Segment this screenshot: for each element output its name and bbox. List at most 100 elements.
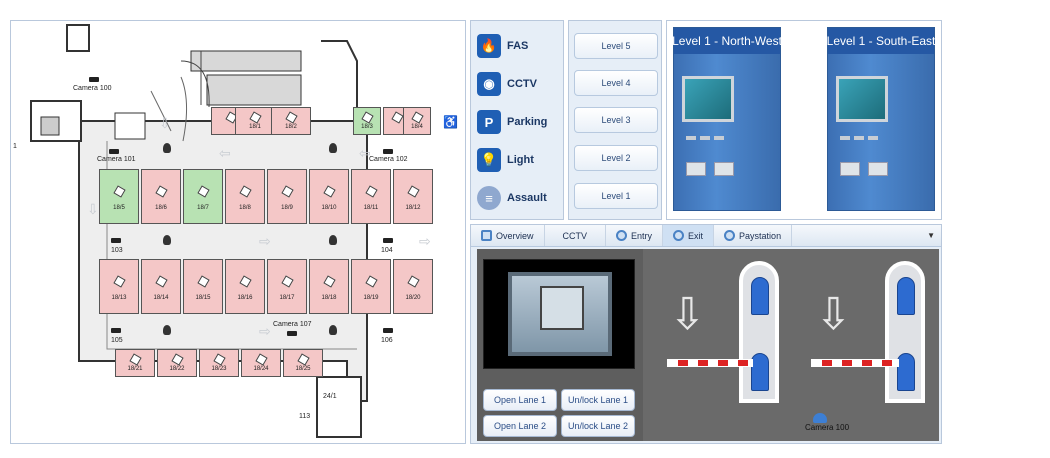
direction-arrow-icon: ⇩	[159, 115, 171, 131]
open-lane-2-button[interactable]: Open Lane 2	[483, 415, 557, 437]
accessible-parking-icon: ♿	[443, 115, 458, 129]
paystation-title: Level 1 - South-East	[827, 28, 935, 54]
camera-feed[interactable]	[483, 259, 635, 369]
light-bulb-icon[interactable]	[163, 235, 171, 245]
paystation-slot	[686, 136, 696, 140]
direction-arrow-icon: ⇨	[259, 233, 271, 249]
parking-slot[interactable]: 18/9	[267, 169, 307, 224]
scene-camera-label: Camera 100	[805, 423, 850, 432]
tab-exit[interactable]: Exit	[663, 225, 715, 246]
camera-icon[interactable]	[287, 331, 297, 336]
lane-106-label: 106	[381, 337, 393, 344]
lane-1-label: 1	[13, 143, 17, 150]
overview-icon	[481, 230, 492, 241]
parking-slot[interactable]: 18/24	[241, 349, 281, 377]
open-lane-1-button[interactable]: Open Lane 1	[483, 389, 557, 411]
exit-icon	[673, 230, 685, 241]
paystation-ticket-slot	[868, 162, 888, 176]
parking-slot[interactable]: 18/6	[141, 169, 181, 224]
camera-107-label[interactable]: Camera 107	[273, 321, 312, 328]
parking-slot[interactable]: 18/14	[141, 259, 181, 314]
parking-slot[interactable]: 18/1	[235, 107, 275, 135]
scene-camera[interactable]: Camera 100	[805, 413, 849, 432]
tab-dropdown-icon[interactable]: ▼	[927, 231, 935, 240]
paystation-slot	[700, 136, 710, 140]
system-parking-button[interactable]: P Parking	[477, 107, 561, 137]
barrier-gate-lane-1[interactable]	[667, 359, 753, 367]
lane-105-label: 105	[111, 337, 123, 344]
parking-slot[interactable]: 18/11	[351, 169, 391, 224]
parking-slot[interactable]: 18/2	[271, 107, 311, 135]
paystation-slot	[714, 136, 724, 140]
camera-icon[interactable]	[383, 149, 393, 154]
parking-slot[interactable]: 18/4	[403, 107, 431, 135]
unlock-lane-2-button[interactable]: Un/lock Lane 2	[561, 415, 635, 437]
light-bulb-icon[interactable]	[329, 143, 337, 153]
level-4-button[interactable]: Level 4	[574, 70, 658, 96]
levels-panel: Level 5 Level 4 Level 3 Level 2 Level 1	[568, 20, 662, 220]
system-assault-button[interactable]: ≡ Assault	[477, 183, 561, 213]
camera-100-label[interactable]: Camera 100	[73, 85, 112, 92]
paystation-slot	[868, 136, 878, 140]
barrier-post-icon	[751, 353, 769, 391]
level-3-button[interactable]: Level 3	[574, 107, 658, 133]
unlock-lane-1-button[interactable]: Un/lock Lane 1	[561, 389, 635, 411]
camera-icon[interactable]	[383, 238, 393, 243]
camera-icon[interactable]	[109, 149, 119, 154]
camera-101-label[interactable]: Camera 101	[97, 156, 136, 163]
tab-paystation[interactable]: Paystation	[714, 225, 793, 246]
barrier-gate-lane-2[interactable]	[811, 359, 899, 367]
parking-slot[interactable]: 18/23	[199, 349, 239, 377]
parking-slot[interactable]: 18/25	[283, 349, 323, 377]
light-bulb-icon[interactable]	[329, 325, 337, 335]
level-1-button[interactable]: Level 1	[574, 183, 658, 209]
camera-102-label[interactable]: Camera 102	[369, 156, 408, 163]
camera-icon[interactable]	[383, 328, 393, 333]
lane-104-label: 104	[381, 247, 393, 254]
parking-slot[interactable]: 18/10	[309, 169, 349, 224]
camera-icon[interactable]	[111, 238, 121, 243]
parking-slot[interactable]: 18/18	[309, 259, 349, 314]
tab-entry[interactable]: Entry	[606, 225, 664, 246]
paystation-north-west[interactable]: Level 1 - North-West	[672, 27, 782, 211]
parking-slot[interactable]: 18/5	[99, 169, 139, 224]
parking-slot[interactable]: 18/3	[353, 107, 381, 135]
lane-control-area: Open Lane 1 Un/lock Lane 1 Open Lane 2 U…	[477, 249, 643, 441]
system-fas-button[interactable]: 🔥 FAS	[477, 31, 561, 61]
parking-slot[interactable]: 18/12	[393, 169, 433, 224]
light-bulb-icon[interactable]	[329, 235, 337, 245]
level-5-button[interactable]: Level 5	[574, 33, 658, 59]
camera-icon: ◉	[477, 72, 501, 96]
parking-slot[interactable]: 18/22	[157, 349, 197, 377]
parking-slot[interactable]: 18/19	[351, 259, 391, 314]
level-2-button[interactable]: Level 2	[574, 145, 658, 171]
barrier-post-icon	[897, 353, 915, 391]
tab-overview[interactable]: Overview	[471, 225, 545, 246]
parking-slot[interactable]: 18/21	[115, 349, 155, 377]
road-arrow-icon: ⇩	[815, 290, 852, 339]
parking-slot[interactable]: 18/16	[225, 259, 265, 314]
system-label: Parking	[507, 116, 548, 128]
camera-icon[interactable]	[111, 328, 121, 333]
parking-slot[interactable]: 18/7	[183, 169, 223, 224]
exit-scene: Open Lane 1 Un/lock Lane 1 Open Lane 2 U…	[477, 249, 939, 441]
system-light-button[interactable]: 💡 Light	[477, 145, 561, 175]
light-bulb-icon[interactable]	[163, 143, 171, 153]
camera-icon[interactable]	[89, 77, 99, 82]
control-panel: Overview CCTV Entry Exit Paystation ▼ Op…	[470, 224, 942, 444]
systems-panel: 🔥 FAS ◉ CCTV P Parking 💡 Light ≡ Assault	[470, 20, 564, 220]
system-label: FAS	[507, 40, 529, 52]
parking-slot[interactable]: 18/13	[99, 259, 139, 314]
ticket-machine-icon[interactable]	[751, 277, 769, 315]
tab-label: Paystation	[739, 230, 782, 241]
parking-slot[interactable]: 18/17	[267, 259, 307, 314]
paystation-ticket-slot	[714, 162, 734, 176]
parking-slot[interactable]: 18/8	[225, 169, 265, 224]
light-bulb-icon[interactable]	[163, 325, 171, 335]
tab-cctv[interactable]: CCTV	[545, 225, 607, 246]
system-cctv-button[interactable]: ◉ CCTV	[477, 69, 561, 99]
parking-slot[interactable]: 18/15	[183, 259, 223, 314]
parking-slot[interactable]: 18/20	[393, 259, 433, 314]
ticket-machine-icon[interactable]	[897, 277, 915, 315]
paystation-south-east[interactable]: Level 1 - South-East	[827, 27, 935, 211]
